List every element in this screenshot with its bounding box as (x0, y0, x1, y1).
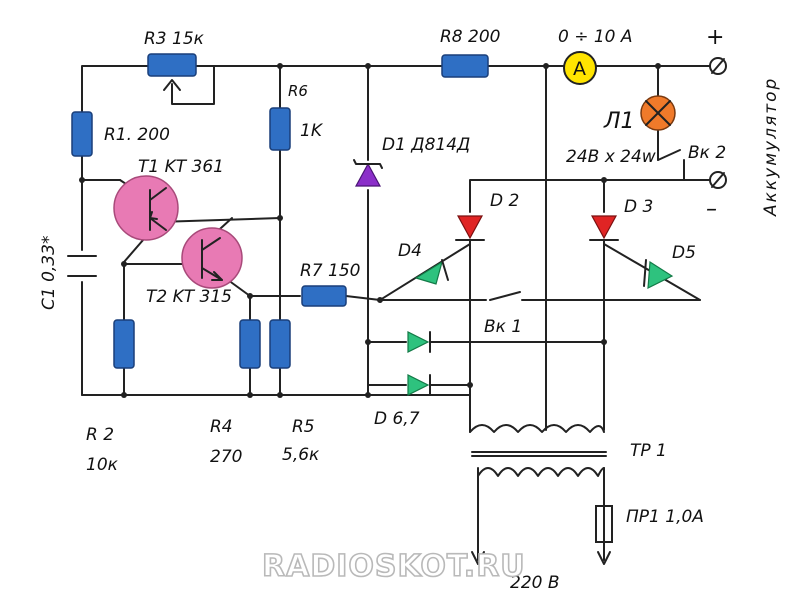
transformer-tr1 (469, 424, 607, 477)
thyristor-d2 (455, 215, 485, 241)
ammeter-symbol: A (573, 58, 586, 80)
label-r2-name: R 2 (86, 425, 114, 445)
label-r8: R8 200 (440, 27, 500, 47)
label-vk1: Вк 1 (484, 317, 522, 337)
diode-d6 (407, 331, 431, 353)
label-d3: D 3 (624, 197, 653, 217)
label-r1: R1. 200 (104, 125, 170, 145)
label-plus: + (706, 25, 724, 50)
resistor-r1 (71, 111, 93, 157)
label-c1: C1 0,33* (39, 236, 59, 310)
lamp-l1 (640, 95, 676, 131)
label-r4-value: 270 (210, 447, 242, 467)
resistor-r3 (147, 53, 197, 77)
watermark: RADIOSKOT.RU (262, 549, 526, 584)
diode-d5 (643, 259, 674, 290)
label-r6-value: 1K (300, 121, 324, 141)
zener-diode-d1 (353, 159, 383, 187)
label-mains: 220 В (510, 573, 560, 593)
transistor-t1 (113, 175, 179, 241)
junction-dots (79, 63, 661, 398)
resistor-r6 (269, 107, 291, 151)
label-d2: D 2 (490, 191, 519, 211)
label-d1: D1 Д814Д (382, 135, 470, 155)
label-r4-name: R4 (210, 417, 233, 437)
resistor-r2 (113, 319, 135, 369)
label-pr1: ПР1 1,0A (626, 507, 704, 527)
label-lamp-name: Л1 (603, 109, 635, 134)
trimmer-arrow-icon (163, 79, 181, 91)
label-tr1: TP 1 (630, 441, 667, 461)
label-lamp-value: 24В х 24w (566, 147, 656, 167)
label-r3: R3 15к (144, 29, 205, 49)
resistor-r5 (269, 319, 291, 369)
label-r2-value: 10к (86, 455, 119, 475)
label-r5-name: R5 (292, 417, 315, 437)
label-r7: R7 150 (300, 261, 360, 281)
thyristor-d3 (589, 215, 619, 241)
label-r5-value: 5,6к (282, 445, 320, 465)
label-d67: D 6,7 (374, 409, 420, 429)
diode-d7 (407, 374, 431, 396)
diode-d4 (414, 259, 449, 285)
terminal-minus (709, 171, 727, 189)
transistor-t2 (181, 227, 243, 289)
ammeter: A (563, 51, 597, 85)
label-vk2: Вк 2 (688, 143, 726, 163)
label-d5: D5 (672, 243, 696, 263)
label-ammeter-range: 0 ÷ 10 A (558, 27, 633, 47)
resistor-r7 (301, 285, 347, 307)
label-t1: T1 KT 361 (138, 157, 224, 177)
label-d4: D4 (398, 241, 422, 261)
label-battery: Аккумулятор (761, 77, 781, 217)
terminal-plus (709, 57, 727, 75)
label-r6-name: R6 (288, 82, 308, 100)
resistor-r4 (239, 319, 261, 369)
label-minus: – (706, 197, 717, 222)
label-t2: T2 KT 315 (146, 287, 232, 307)
resistor-r8 (441, 54, 489, 78)
labels: R3 15к R8 200 0 ÷ 10 A + – Аккумулятор R… (39, 25, 781, 593)
